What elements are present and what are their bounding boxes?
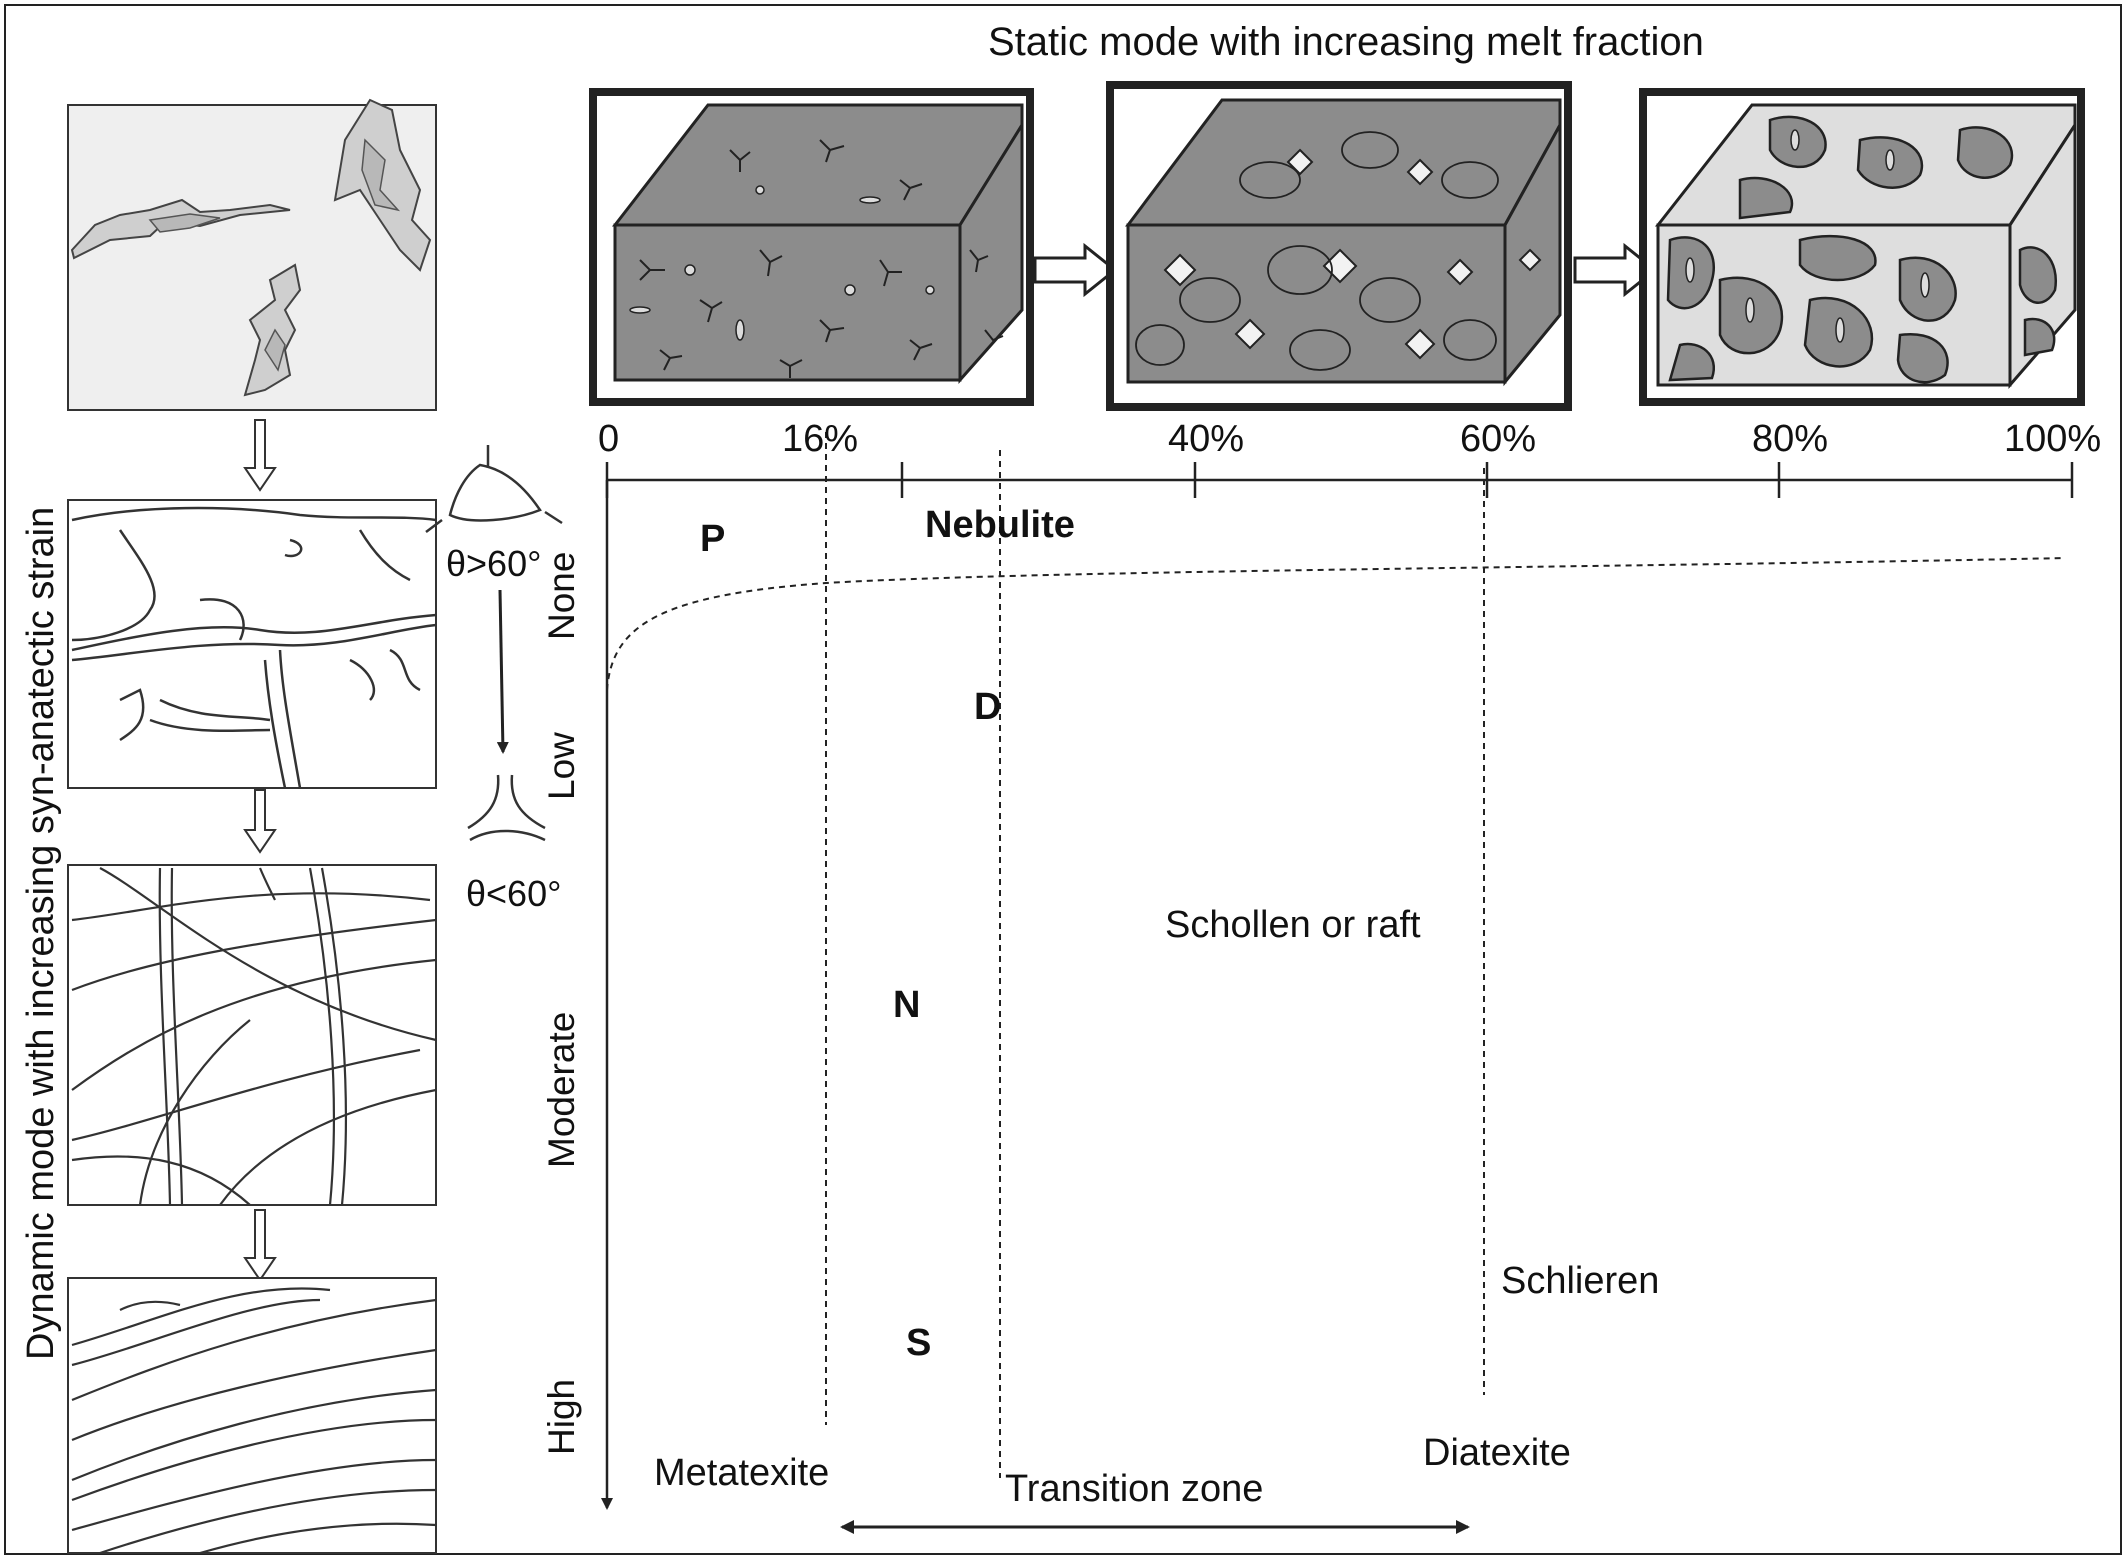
angle-label-low: θ<60°: [466, 873, 562, 914]
down-arrow-3: [243, 1209, 277, 1282]
melt-tick-60: 60%: [1460, 418, 1537, 460]
static-block-1: [589, 88, 1034, 406]
dynamic-axis-label: Dynamic mode with increasing syn-anatect…: [20, 506, 62, 1360]
angle-sketch-high: [425, 445, 563, 533]
mode-letter-s: S: [906, 1322, 932, 1364]
figure-frame: [4, 4, 2122, 1555]
down-arrow-2: [243, 789, 277, 854]
boundary-lines: [606, 432, 2066, 1478]
mode-letter-p: P: [700, 518, 726, 560]
melt-tick-0: 0: [598, 418, 620, 460]
dynamic-panel-2: [67, 499, 437, 789]
melt-tick-100: 100%: [2004, 418, 2102, 460]
mode-letter-n: N: [893, 984, 921, 1026]
label-diatexite: Diatexite: [1423, 1432, 1571, 1474]
strain-low: Low: [541, 732, 582, 800]
down-arrow-1: [243, 419, 277, 492]
angle-direction-arrow: [496, 589, 509, 754]
dynamic-panel-3: [67, 864, 437, 1206]
diagram-title: Static mode with increasing melt fractio…: [988, 20, 1704, 64]
dynamic-panel-1: [67, 98, 437, 411]
strain-high: High: [541, 1378, 582, 1455]
strain-none: None: [541, 551, 582, 640]
label-schlieren: Schlieren: [1501, 1260, 1660, 1302]
static-block-2: [1106, 81, 1572, 411]
label-nebulite: Nebulite: [925, 504, 1075, 546]
label-schollen: Schollen or raft: [1165, 904, 1421, 946]
dynamic-panel-4: [67, 1277, 437, 1555]
static-block-3: [1639, 88, 2085, 406]
melt-tick-80: 80%: [1752, 418, 1829, 460]
angle-label-high: θ>60°: [446, 543, 542, 584]
right-arrow-1: [1033, 242, 1118, 298]
label-metatexite: Metatexite: [654, 1452, 830, 1494]
melt-tick-16: 16%: [782, 418, 859, 460]
label-transition-zone: Transition zone: [1005, 1468, 1264, 1510]
melt-tick-40: 40%: [1168, 418, 1245, 460]
angle-sketch-low: [467, 774, 546, 842]
strain-moderate: Moderate: [541, 1011, 582, 1168]
mode-letter-d: D: [974, 686, 1002, 728]
